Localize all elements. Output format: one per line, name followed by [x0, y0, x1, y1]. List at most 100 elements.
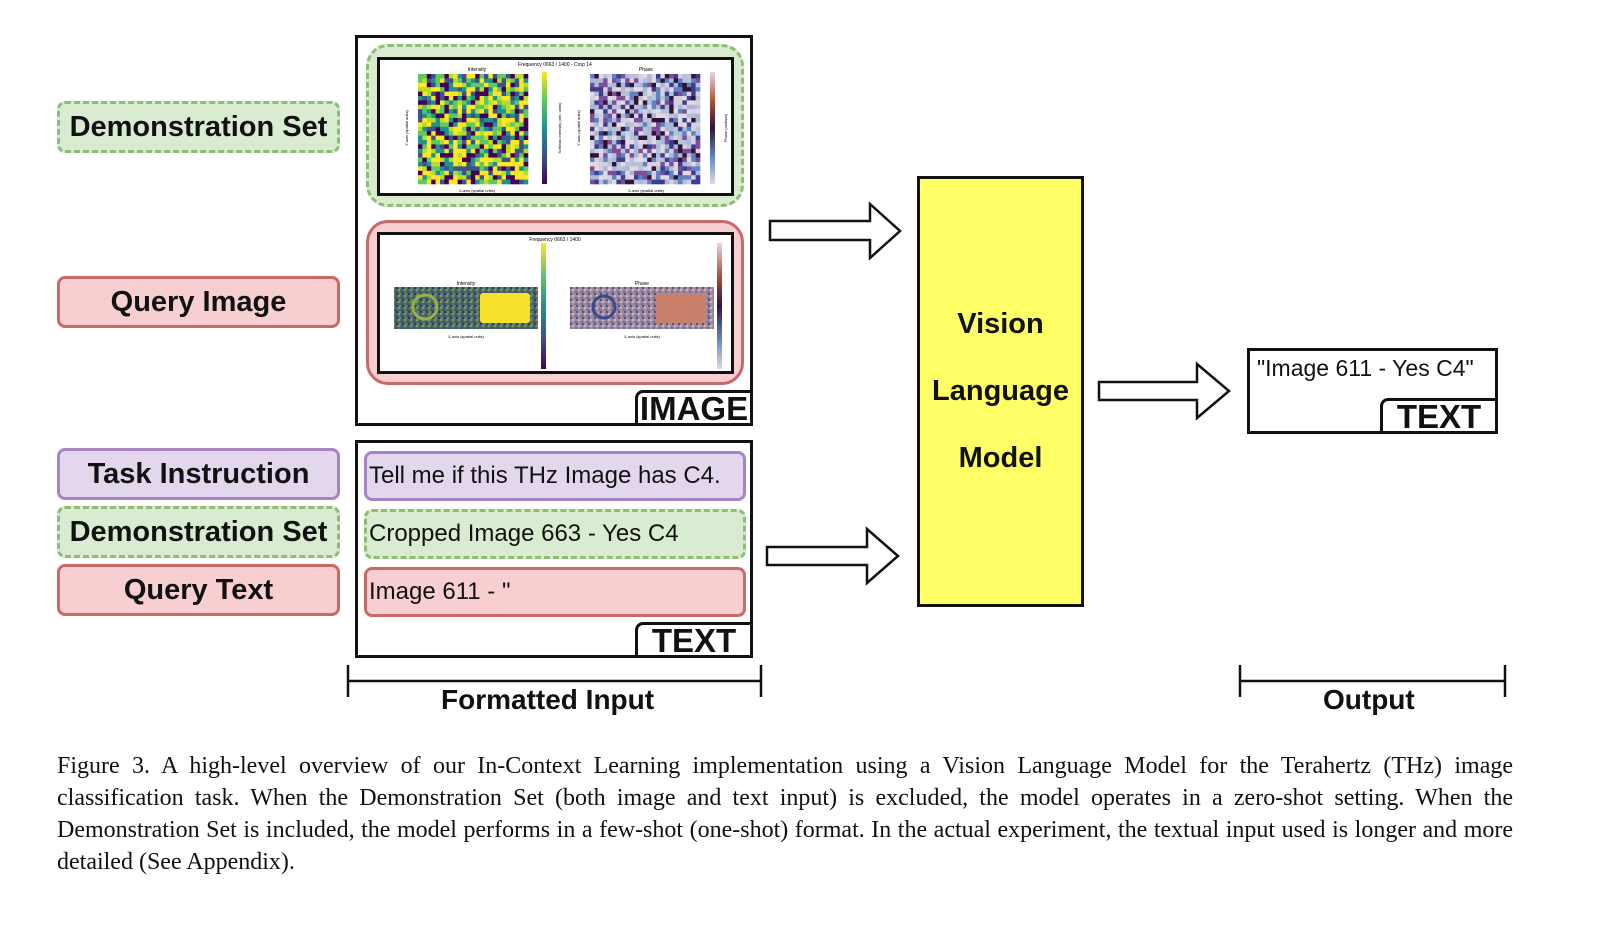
heatmap-cell: [448, 87, 454, 92]
heatmap-cell: [484, 179, 489, 185]
heatmap-cell: [422, 82, 428, 88]
heatmap-cell: [519, 148, 524, 154]
heatmap-cell: [603, 126, 608, 132]
heatmap-cell: [660, 104, 666, 110]
heatmap-cell: [638, 100, 644, 106]
heatmap-cell: [651, 100, 657, 106]
heatmap-cell: [506, 87, 511, 92]
heatmap-cell: [612, 175, 617, 180]
heatmap-cell: [514, 170, 520, 176]
heatmap-cell: [488, 104, 494, 110]
heatmap-cell: [479, 126, 485, 132]
heatmap-cell: [642, 157, 648, 163]
heatmap-cell: [664, 122, 670, 128]
heatmap-cell: [510, 100, 516, 106]
heatmap-cell: [519, 126, 524, 132]
heatmap-cell: [492, 179, 498, 185]
heatmap-cell: [466, 78, 472, 84]
heatmap-cell: [664, 179, 670, 185]
heatmap-cell: [435, 74, 441, 79]
heatmap-cell: [475, 126, 480, 132]
label-task-instruction: Task Instruction: [57, 448, 340, 500]
heatmap-cell: [497, 162, 502, 167]
heatmap-cell: [422, 78, 428, 84]
heatmap-cell: [453, 100, 458, 106]
heatmap-cell: [479, 87, 485, 92]
heatmap-cell: [682, 87, 688, 92]
heatmap-cell: [492, 153, 498, 158]
heatmap-cell: [660, 113, 666, 119]
heatmap-cell: [620, 175, 626, 180]
heatmap-cell: [519, 100, 524, 106]
heatmap-cell: [590, 144, 595, 150]
heatmap-cell: [444, 78, 450, 84]
heatmap-cell: [616, 113, 622, 119]
heatmap-cell: [695, 166, 701, 172]
heatmap-cell: [660, 122, 666, 128]
heatmap-cell: [590, 179, 595, 185]
heatmap-cell: [590, 175, 595, 180]
heatmap-cell: [492, 157, 498, 163]
heatmap-cell: [453, 131, 458, 136]
query-left-xlabel: X-axis (spatial units): [448, 334, 485, 339]
heatmap-cell: [598, 144, 604, 150]
heatmap-cell: [607, 170, 613, 176]
heatmap-cell: [616, 122, 622, 128]
image-tag-text: IMAGE: [639, 389, 749, 427]
heatmap-cell: [594, 135, 600, 141]
heatmap-cell: [669, 144, 674, 150]
heatmap-cell: [691, 175, 696, 180]
heatmap-cell: [691, 82, 696, 88]
heatmap-cell: [470, 140, 476, 145]
model-line-model: Model: [958, 442, 1043, 474]
heatmap-cell: [686, 118, 692, 123]
heatmap-cell: [475, 144, 480, 150]
heatmap-cell: [616, 74, 622, 79]
heatmap-cell: [590, 122, 595, 128]
heatmap-cell: [620, 87, 626, 92]
heatmap-cell: [479, 131, 485, 136]
heatmap-cell: [612, 162, 617, 167]
heatmap-cell: [616, 175, 622, 180]
heatmap-cell: [638, 109, 644, 114]
heatmap-cell: [510, 113, 516, 119]
heatmap-cell: [691, 122, 696, 128]
heatmap-cell: [466, 74, 472, 79]
heatmap-cell: [475, 118, 480, 123]
heatmap-cell: [523, 74, 529, 79]
heatmap-cell: [598, 82, 604, 88]
heatmap-cell: [691, 166, 696, 172]
heatmap-cell: [660, 162, 666, 167]
heatmap-cell: [488, 175, 494, 180]
heatmap-cell: [523, 179, 529, 185]
heatmap-cell: [678, 162, 683, 167]
heatmap-cell: [453, 118, 458, 123]
heatmap-cell: [669, 170, 674, 176]
heatmap-cell: [444, 126, 450, 132]
heatmap-cell: [422, 131, 428, 136]
heatmap-cell: [695, 122, 701, 128]
heatmap-cell: [656, 82, 661, 88]
heatmap-cell: [506, 162, 511, 167]
heatmap-cell: [466, 82, 472, 88]
heatmap-cell: [642, 140, 648, 145]
heatmap-cell: [656, 109, 661, 114]
heatmap-cell: [598, 153, 604, 158]
heatmap-cell: [660, 153, 666, 158]
heatmap-cell: [620, 109, 626, 114]
heatmap-cell: [475, 96, 480, 101]
heatmap-cell: [664, 148, 670, 154]
heatmap-cell: [448, 82, 454, 88]
heatmap-cell: [431, 166, 436, 172]
heatmap-cell: [523, 126, 529, 132]
heatmap-cell: [686, 131, 692, 136]
heatmap-cell: [475, 157, 480, 163]
heatmap-cell: [497, 175, 502, 180]
heatmap-cell: [656, 104, 661, 110]
task-instruction-row: Tell me if this THz Image has C4.: [364, 451, 746, 501]
demo-phase-heatmap: [590, 74, 701, 185]
heatmap-cell: [629, 170, 635, 176]
heatmap-cell: [422, 91, 428, 97]
heatmap-cell: [523, 118, 529, 123]
heatmap-cell: [453, 144, 458, 150]
